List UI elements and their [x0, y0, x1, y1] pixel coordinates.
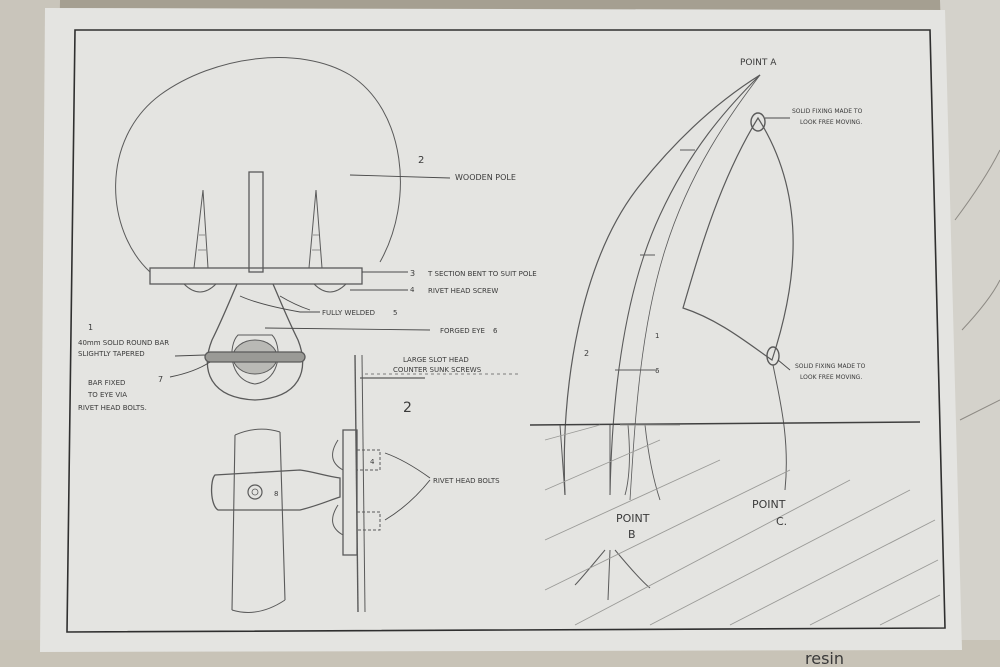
side-section [332, 354, 520, 613]
forged-eye-outline [206, 283, 304, 401]
leader-lines [169, 117, 791, 521]
label-round-bar-2: SLIGHTLY TAPERED [78, 350, 145, 358]
rope-to-point-c [772, 364, 787, 491]
num-2-pole: 2 [418, 155, 424, 166]
side-bolt-top [357, 449, 381, 471]
num-4: 4 [410, 286, 415, 294]
side-bolt-bottom [357, 511, 381, 531]
num-1: 1 [88, 323, 93, 332]
horn-outer [563, 74, 761, 496]
label-point-b-2: B [628, 528, 636, 541]
underlying-sketch-right [954, 149, 1000, 421]
num-6-right: 6 [655, 367, 660, 375]
forged-eye-inner [231, 334, 279, 385]
label-wooden-pole: WOODEN POLE [455, 173, 516, 182]
wooden-pole-circle [115, 57, 401, 273]
label-bar-fixed-3: RIVET HEAD BOLTS. [78, 404, 147, 412]
label-tsection: T SECTION BENT TO SUIT POLE [427, 270, 537, 278]
label-bar-fixed-2: TO EYE VIA [87, 391, 127, 399]
under-text: resin [805, 649, 844, 667]
label-solid-fixing-top-2: LOOK FREE MOVING. [800, 119, 862, 126]
label-point-c-2: C. [776, 515, 787, 528]
rivet-head-left [183, 283, 217, 293]
t-section-stem [248, 171, 264, 273]
label-forged-eye: FORGED EYE [440, 327, 485, 335]
label-point-b-1: POINT [616, 512, 650, 525]
spike-right [308, 189, 323, 269]
handle-bolt [247, 484, 263, 500]
label-solid-fixing-bot-1: SOLID FIXING MADE TO [795, 363, 866, 370]
num-7: 7 [158, 375, 163, 384]
blade-shape [682, 116, 794, 361]
label-bar-fixed-1: BAR FIXED [88, 379, 125, 387]
handle-piece [210, 469, 341, 511]
horn-inner [609, 74, 761, 496]
label-solid-fixing-bot-2: LOOK FREE MOVING. [800, 374, 862, 381]
num-8: 8 [274, 490, 278, 498]
ground-hatching [544, 424, 941, 626]
round-bar-top [234, 428, 281, 436]
num-2-side: 2 [403, 400, 412, 416]
label-rivet-head-screw: RIVET HEAD SCREW [428, 287, 498, 295]
spike-left [193, 189, 209, 269]
label-round-bar-1: 40mm SOLID ROUND BAR [78, 339, 169, 347]
label-fully-welded: FULLY WELDED [322, 309, 375, 317]
side-plate [342, 429, 358, 556]
num-2-right: 2 [584, 349, 589, 358]
num-3: 3 [410, 269, 415, 278]
eye-bolt [204, 351, 306, 363]
label-solid-fixing-top-1: SOLID FIXING MADE TO [792, 108, 863, 115]
head-assembly [115, 57, 401, 613]
ground-line [529, 421, 921, 426]
label-point-c-1: POINT [752, 498, 786, 511]
num-4-side: 4 [370, 458, 375, 466]
label-large-head-2: COUNTER SUNK SCREWS [393, 366, 482, 374]
label-rivet-head-bolts: RIVET HEAD BOLTS [433, 477, 500, 485]
label-large-head-1: LARGE SLOT HEAD [403, 356, 469, 364]
drawing-frame [66, 29, 946, 633]
rivet-head-right [313, 283, 347, 293]
fixing-ring-top [750, 112, 766, 132]
round-bar-bottom [231, 599, 286, 613]
label-point-a: POINT A [740, 58, 777, 68]
num-6: 6 [493, 327, 498, 335]
round-bar-lower [231, 431, 286, 611]
num-1-right: 1 [655, 332, 659, 340]
horn-drawing [529, 74, 921, 601]
paper-sheet [40, 8, 962, 652]
t-section-bar [149, 267, 363, 285]
num-5: 5 [393, 309, 397, 317]
annotation-labels: 2 WOODEN POLE 3 T SECTION BENT TO SUIT P… [78, 58, 866, 541]
